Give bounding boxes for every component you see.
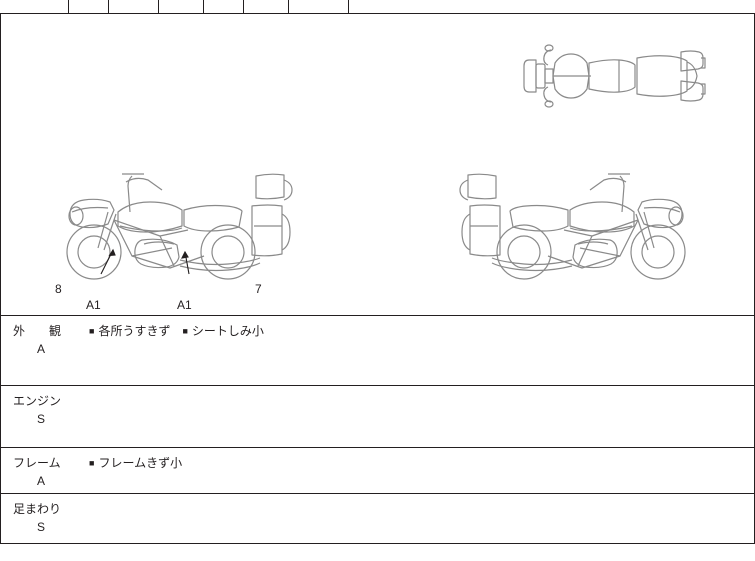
note-text-1: フレームきず小: [98, 456, 183, 470]
condition-label-suspension: 足まわり: [13, 502, 62, 516]
table-divider: [68, 0, 69, 14]
condition-row-suspension: 足まわり S: [0, 494, 755, 544]
callout-label-8: 8: [55, 282, 62, 296]
table-divider: [203, 0, 204, 14]
motorcycle-top-view: [523, 44, 706, 108]
note-marker-1: ■: [89, 458, 95, 468]
callout-leader-lines: [100, 248, 190, 275]
motorcycle-left-side-view: [66, 173, 293, 280]
condition-notes-frame: ■フレームきず小: [89, 454, 182, 471]
note-text-2: シートしみ小: [191, 324, 264, 338]
table-divider: [108, 0, 109, 14]
table-divider: [348, 0, 349, 14]
condition-grade-frame: A: [37, 474, 46, 488]
condition-label-frame: フレーム: [13, 456, 61, 470]
callout-label-7: 7: [255, 282, 262, 296]
note-marker-1: ■: [89, 326, 95, 336]
note-text-1: 各所うすきず: [98, 324, 171, 338]
table-divider: [243, 0, 244, 14]
table-divider: [288, 0, 289, 14]
condition-row-exterior: 外 観 A ■各所うすきず■シートしみ小: [0, 316, 755, 386]
motorcycle-diagram-panel: 8 A1 A1 7: [0, 14, 755, 316]
table-divider: [158, 0, 159, 14]
condition-row-frame: フレーム A ■フレームきず小: [0, 448, 755, 494]
condition-label-engine: エンジン: [13, 394, 62, 408]
callout-label-a1-right: A1: [177, 298, 192, 312]
condition-grade-suspension: S: [37, 520, 46, 534]
condition-label-exterior: 外 観: [13, 324, 68, 338]
top-table-row: [0, 0, 755, 14]
condition-grade-exterior: A: [37, 342, 46, 356]
note-marker-2: ■: [182, 326, 188, 336]
condition-grade-engine: S: [37, 412, 46, 426]
motorcycle-right-side-view: [459, 173, 686, 280]
callout-label-a1-left: A1: [86, 298, 101, 312]
condition-notes-exterior: ■各所うすきず■シートしみ小: [89, 322, 264, 339]
condition-row-engine: エンジン S: [0, 386, 755, 448]
